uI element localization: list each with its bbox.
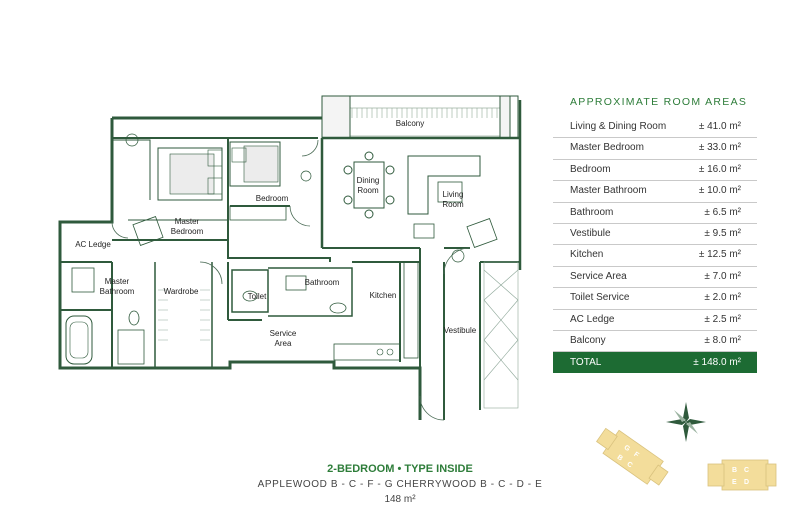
cherrywood-key-block: B C E D [707,459,777,491]
floor-plan: Balcony Dining Room Living Room Bedroom … [58,95,522,421]
label-dining-2: Room [357,186,379,195]
sofa [407,155,481,239]
label-living-1: Living [443,190,464,199]
applewood-key-block: G F B C [596,427,669,486]
area-row: Vestibule ± 9.5 m² [553,224,757,246]
dining-table [343,151,395,219]
area-name: Master Bedroom [570,142,644,154]
unit-type-subtitle: APPLEWOOD B - C - F - G CHERRYWOOD B - C… [257,479,543,490]
area-name: Living & Dining Room [570,121,667,132]
area-row: Service Area ± 7.0 m² [553,267,757,289]
key-letter: C [744,467,749,474]
master-bed [157,147,223,201]
area-total-label: TOTAL [570,357,602,369]
area-name: Kitchen [570,249,604,261]
area-value: ± 33.0 m² [698,142,741,154]
area-row: Toilet Service ± 2.0 m² [553,288,757,310]
label-dining-1: Dining [357,176,380,185]
area-value: ± 2.5 m² [704,313,741,325]
key-plan: G F B C B C E D [596,427,777,491]
compass-icon [666,402,706,442]
label-balcony: Balcony [396,119,424,128]
area-value: ± 7.0 m² [704,270,741,282]
area-value: ± 10.0 m² [698,185,741,197]
area-name: Master Bathroom [570,185,647,197]
unit-size: 148 m² [384,494,416,505]
outer-wall [58,116,422,420]
label-living-2: Room [442,200,464,209]
area-value: ± 12.5 m² [698,249,741,261]
area-row: Kitchen ± 12.5 m² [553,245,757,267]
area-row: Master Bathroom ± 10.0 m² [553,181,757,203]
key-letter: F [632,451,640,460]
area-value: ± 8.0 m² [704,334,741,346]
label-ac-ledge: AC Ledge [75,240,111,249]
area-name: Service Area [570,270,627,282]
key-letter: E [732,479,737,486]
area-row: AC Ledge ± 2.5 m² [553,310,757,331]
area-name: Bathroom [570,206,614,218]
label-master-bathroom-2: Bathroom [100,287,135,296]
area-name: Balcony [570,334,606,346]
label-master-bedroom-1: Master [175,217,200,226]
area-table-heading: APPROXIMATE ROOM AREAS [570,96,748,108]
balcony-area [321,95,519,139]
label-service-area-1: Service [270,329,297,338]
label-toilet: Toilet [248,292,267,301]
area-name: Toilet Service [570,292,630,304]
area-row: Living & Dining Room ± 41.0 m² [553,117,757,139]
area-row: Balcony ± 8.0 m² [553,331,757,353]
area-name: Vestibule [570,227,611,239]
area-value: ± 2.0 m² [704,292,741,304]
room-area-table: APPROXIMATE ROOM AREAS Living & Dining R… [553,96,757,374]
area-total-row: TOTAL ± 148.0 m² [553,352,757,374]
area-value: ± 9.5 m² [704,227,741,239]
key-letter: B [616,454,624,463]
area-value: ± 6.5 m² [704,206,741,218]
label-bathroom: Bathroom [305,278,340,287]
label-service-area-2: Area [275,339,292,348]
label-bedroom: Bedroom [256,194,289,203]
label-kitchen: Kitchen [370,291,397,300]
area-row: Bedroom ± 16.0 m² [553,160,757,182]
area-name: Bedroom [570,163,611,175]
area-total-value: ± 148.0 m² [693,357,741,369]
area-name: AC Ledge [570,313,615,325]
label-master-bedroom-2: Bedroom [171,227,204,236]
key-letter: C [625,461,633,470]
area-row: Bathroom ± 6.5 m² [553,203,757,224]
area-value: ± 16.0 m² [698,163,741,175]
key-letter: B [732,467,737,474]
label-vestibule: Vestibule [444,326,477,335]
unit-type-title: 2-BEDROOM • TYPE INSIDE [327,463,473,475]
bedroom-bed [229,141,281,187]
label-master-bathroom-1: Master [105,277,130,286]
label-wardrobe: Wardrobe [164,287,199,296]
area-value: ± 41.0 m² [698,121,741,132]
key-letter: D [744,479,749,486]
key-letter: G [622,444,631,453]
area-row: Master Bedroom ± 33.0 m² [553,138,757,160]
